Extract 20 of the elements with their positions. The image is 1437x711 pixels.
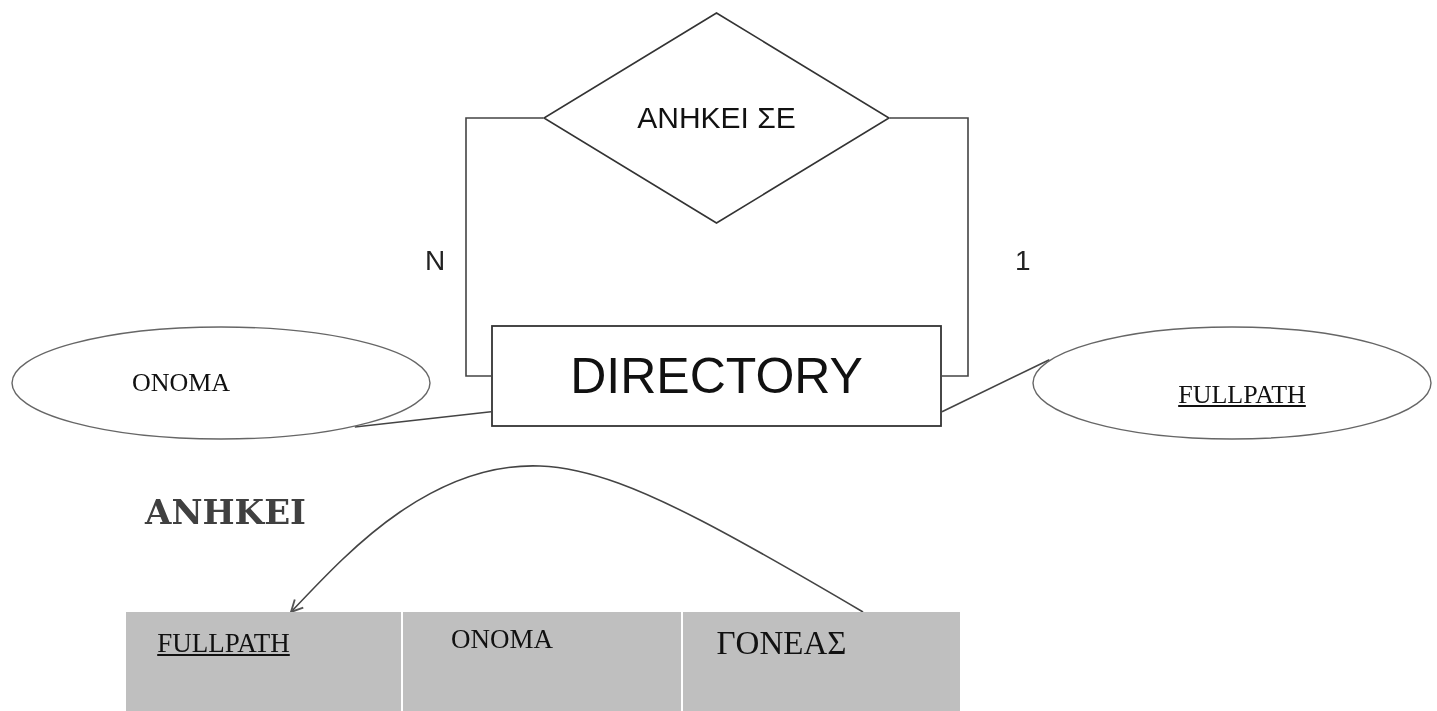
table-column-cell [683,612,960,711]
column-name: FULLPATH [157,628,290,659]
attribute-ellipse [11,326,431,440]
attribute-line [941,358,1051,413]
table-name: ΑΝΗΚΕΙ [145,492,306,532]
table-column-cell [403,612,681,711]
relationship-line [889,117,969,377]
attribute-name: FULLPATH [1178,380,1306,410]
key-attribute-ellipse [1032,326,1432,440]
relationship-diamond [543,12,890,224]
relationship-line [465,117,544,377]
table-column-cell [126,612,401,711]
column-name: ΓΟΝΕΑΣ [716,625,847,662]
attribute-name: ONOMA [131,368,231,398]
column-name: ONOMA [451,624,553,655]
reference-arrow [290,465,864,613]
relationship-name: ΑΝΗΚΕΙ ΣΕ [637,101,796,135]
entity-name: DIRECTORY [570,347,863,405]
attribute-line [354,410,492,428]
entity-box [491,325,942,427]
